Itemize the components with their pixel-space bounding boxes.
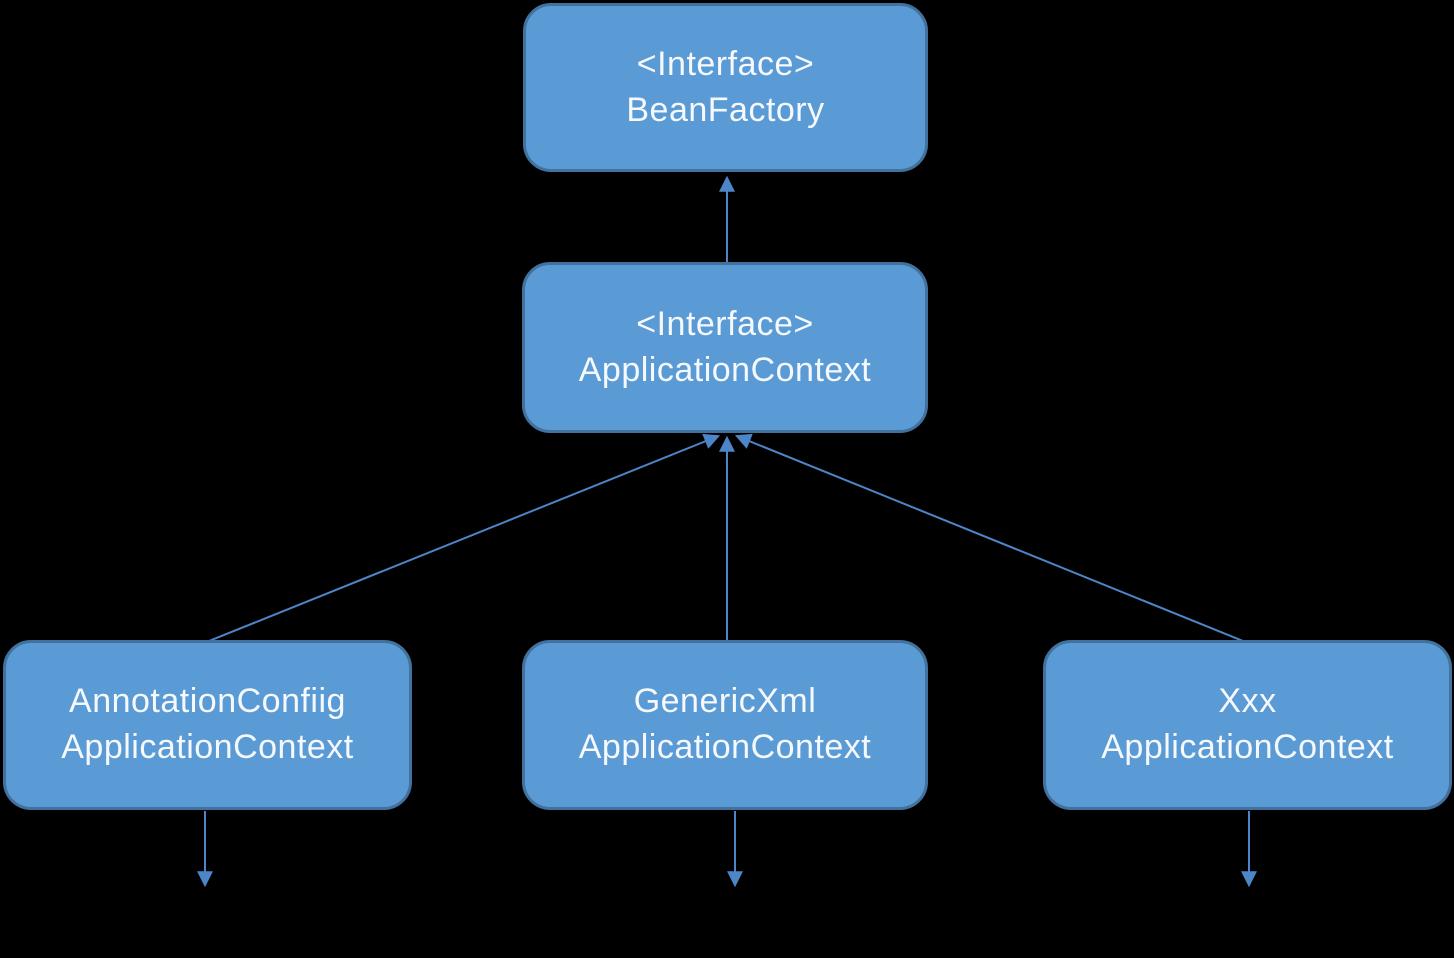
node-xxx-application-context: Xxx ApplicationContext — [1043, 640, 1452, 810]
node-title: BeanFactory — [626, 90, 825, 129]
node-title-line1: Xxx — [1218, 682, 1277, 721]
node-generic-xml-application-context: GenericXml ApplicationContext — [522, 640, 928, 810]
node-application-context: <Interface> ApplicationContext — [522, 262, 928, 433]
node-title-line2: ApplicationContext — [1101, 728, 1394, 766]
edge-annotationconfiig-to-applicationcontext — [208, 433, 721, 642]
node-title-line2: ApplicationContext — [578, 728, 872, 766]
node-title-line2: ApplicationContext — [61, 728, 354, 766]
node-stereotype: <Interface> — [636, 44, 815, 83]
node-stereotype: <Interface> — [636, 304, 814, 343]
edge-xxx-to-applicationcontext — [734, 433, 1244, 642]
node-bean-factory: <Interface> BeanFactory — [523, 3, 928, 172]
node-annotation-confiig-application-context: AnnotationConfiig ApplicationContext — [3, 640, 412, 810]
node-title-line1: GenericXml — [633, 682, 817, 721]
node-title: ApplicationContext — [578, 350, 872, 389]
node-title-line1: AnnotationConfiig — [69, 682, 346, 721]
